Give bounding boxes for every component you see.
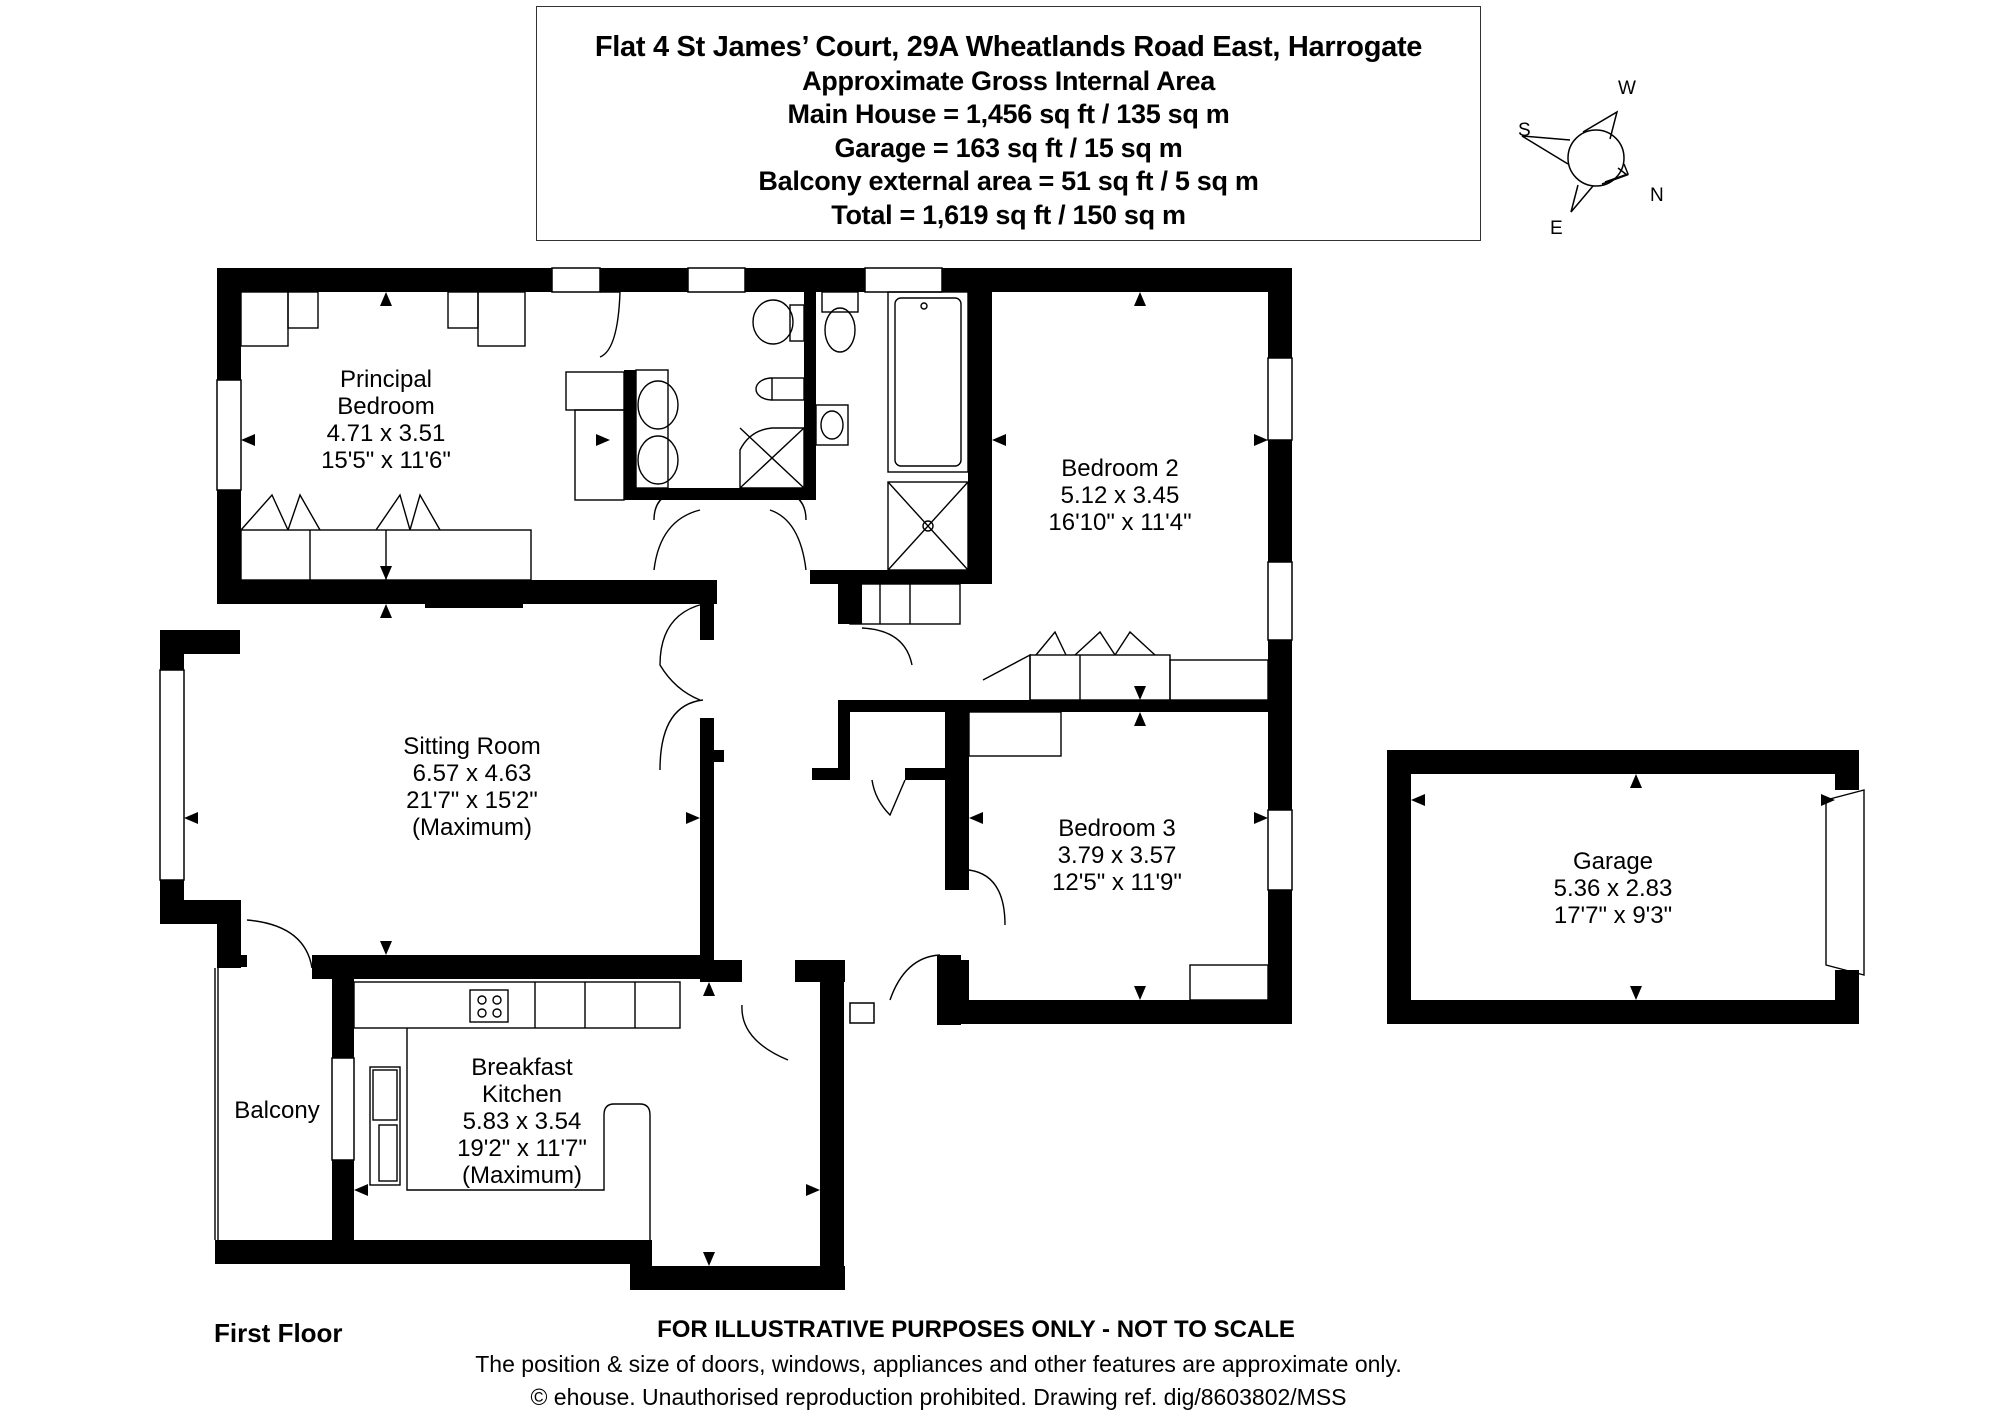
room-imperial: 19'2" x 11'7" xyxy=(457,1135,587,1162)
compass-rose-icon xyxy=(1521,110,1629,213)
room-imperial: 21'7" x 15'2" xyxy=(406,787,538,814)
room-metric: 5.83 x 3.54 xyxy=(462,1108,582,1135)
room-imperial: 16'10" x 11'4" xyxy=(1048,509,1192,536)
room-name: Kitchen xyxy=(481,1081,563,1108)
room-name: Garage xyxy=(1572,848,1654,875)
room-garage: Garage 5.36 x 2.83 17'7" x 9'3" xyxy=(1554,848,1673,929)
room-note: (Maximum) xyxy=(462,1162,582,1189)
disclaimer-note: The position & size of doors, windows, a… xyxy=(475,1351,1402,1377)
room-name: Bedroom 2 xyxy=(1061,455,1179,482)
windows xyxy=(159,267,1293,1161)
room-sitting-room: Sitting Room 6.57 x 4.63 21'7" x 15'2" (… xyxy=(403,733,540,841)
room-note: (Maximum) xyxy=(411,814,532,841)
room-balcony: Balcony xyxy=(234,1097,319,1124)
room-imperial: 17'7" x 9'3" xyxy=(1553,902,1673,929)
room-metric: 4.71 x 3.51 xyxy=(326,420,446,447)
room-name: Breakfast xyxy=(471,1054,573,1081)
total-area: Total = 1,619 sq ft / 150 sq m xyxy=(831,199,1186,230)
compass-west-label: W xyxy=(1618,78,1636,99)
room-metric: 6.57 x 4.63 xyxy=(412,760,532,787)
garage-area: Garage = 163 sq ft / 15 sq m xyxy=(834,132,1183,163)
room-name: Principal xyxy=(339,366,433,393)
room-imperial: 15'5" x 11'6" xyxy=(321,447,451,474)
room-bedroom-3: Bedroom 3 3.79 x 3.57 12'5" x 11'9" xyxy=(1052,815,1182,896)
room-bedroom-2: Bedroom 2 5.12 x 3.45 16'10" x 11'4" xyxy=(1048,455,1191,536)
measurement-arrows xyxy=(184,292,1835,1266)
balcony-area: Balcony external area = 51 sq ft / 5 sq … xyxy=(758,166,1259,196)
room-name: Bedroom 3 xyxy=(1058,815,1176,842)
fixtures xyxy=(214,291,1865,1266)
room-breakfast-kitchen: Breakfast Kitchen 5.83 x 3.54 19'2" x 11… xyxy=(457,1054,587,1189)
walls xyxy=(160,268,1859,1290)
area-summary-box: Flat 4 St James’ Court, 29A Wheatlands R… xyxy=(536,6,1481,241)
room-metric: 5.36 x 2.83 xyxy=(1553,875,1673,902)
room-name: Sitting Room xyxy=(403,733,541,760)
room-principal-bedroom: Principal Bedroom 4.71 x 3.51 15'5" x 11… xyxy=(321,366,451,474)
property-address-title: Flat 4 St James’ Court, 29A Wheatlands R… xyxy=(594,31,1423,63)
compass-south-label: S xyxy=(1518,120,1531,141)
room-metric: 5.12 x 3.45 xyxy=(1060,482,1180,509)
disclaimer-heading: FOR ILLUSTRATIVE PURPOSES ONLY - NOT TO … xyxy=(657,1316,1295,1343)
room-name: Balcony xyxy=(234,1097,320,1124)
room-metric: 3.79 x 3.57 xyxy=(1057,842,1177,869)
main-house-area: Main House = 1,456 sq ft / 135 sq m xyxy=(787,99,1230,129)
room-name: Bedroom xyxy=(337,393,435,420)
compass-north-label: N xyxy=(1650,185,1664,206)
compass-east-label: E xyxy=(1550,218,1563,239)
room-imperial: 12'5" x 11'9" xyxy=(1052,869,1182,896)
area-subtitle: Approximate Gross Internal Area xyxy=(802,65,1215,96)
floor-label: First Floor xyxy=(214,1318,343,1348)
copyright-text: © ehouse. Unauthorised reproduction proh… xyxy=(530,1384,1347,1410)
